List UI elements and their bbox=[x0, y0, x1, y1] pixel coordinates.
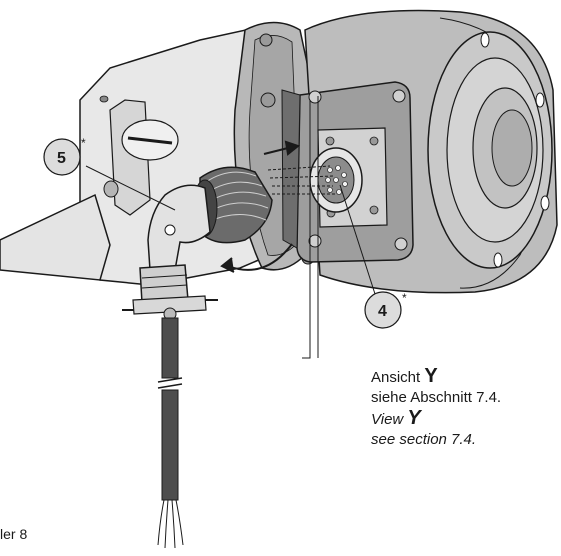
callout-5-number: 5 bbox=[57, 150, 66, 167]
callout-5: 5 * bbox=[43, 136, 86, 176]
callout-4-number: 4 bbox=[378, 303, 387, 320]
corner-label: ler 8 bbox=[0, 526, 28, 542]
insertion-arrow bbox=[263, 140, 301, 156]
rotation-arrow-lower bbox=[220, 243, 293, 273]
view-note-section-de: siehe Abschnitt 7.4. bbox=[371, 389, 502, 406]
view-note-prefix-de: Ansicht bbox=[371, 369, 421, 386]
insertion-guides bbox=[267, 165, 336, 195]
cable bbox=[157, 317, 184, 549]
connector-socket bbox=[309, 147, 363, 213]
callout-5-mark: * bbox=[81, 136, 86, 150]
view-note-prefix-en: View bbox=[371, 411, 404, 428]
view-note-line-en: View Y bbox=[371, 408, 501, 430]
leader-lines bbox=[85, 96, 376, 359]
view-note-letter-en: Y bbox=[407, 407, 421, 429]
view-note-letter-de: Y bbox=[424, 365, 438, 387]
view-y-note: Ansicht Y siehe Abschnitt 7.4. View Y se… bbox=[371, 366, 501, 450]
callout-4: 4 * bbox=[364, 291, 407, 329]
view-note-line-de: Ansicht Y bbox=[371, 366, 501, 388]
callout-4-mark: * bbox=[402, 291, 407, 305]
angled-plug bbox=[122, 184, 218, 321]
view-note-section-en: see section 7.4. bbox=[371, 431, 477, 448]
